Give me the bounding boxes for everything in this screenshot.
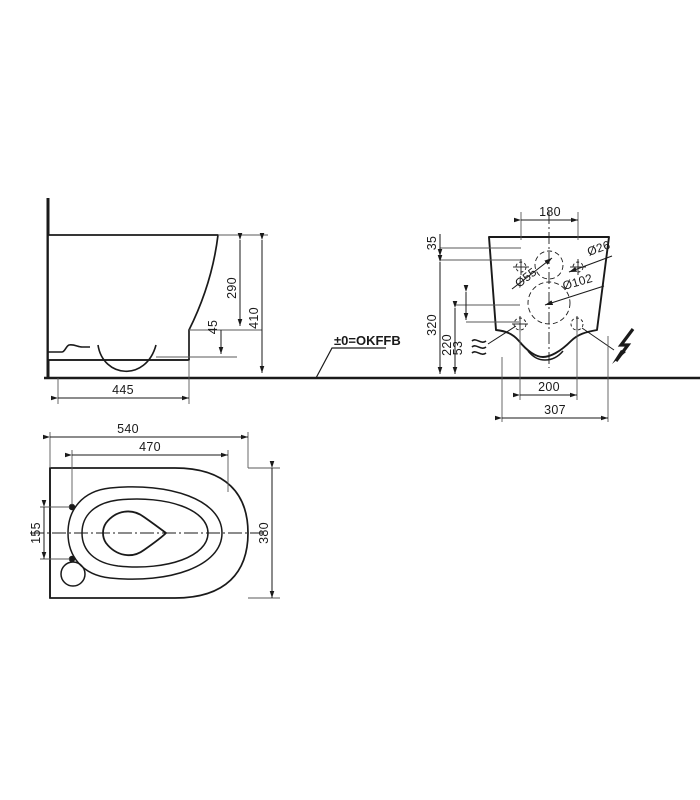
- dimension-label-180: 180: [539, 205, 561, 219]
- dimension-label-35: 35: [425, 236, 439, 251]
- dimension-side-410: 410: [247, 233, 265, 373]
- plan-rim-outer: [67, 486, 223, 580]
- dimension-front-307: 307: [495, 403, 608, 421]
- dimension-plan-155: 155: [29, 500, 47, 559]
- dimension-front-53: 53: [451, 285, 469, 356]
- dimension-side-445: 445: [51, 383, 189, 401]
- dimension-front-35: 35: [425, 234, 443, 256]
- floor-level-note: ±0=OKFFB: [315, 333, 401, 379]
- fixing-hole-lower: [68, 555, 76, 563]
- dimension-label-320: 320: [425, 314, 439, 336]
- dimension-side-45: 45: [206, 320, 224, 354]
- side-body-outline: [47, 234, 219, 361]
- dimension-side-290: 290: [225, 233, 243, 326]
- dimension-label-53: 53: [451, 341, 465, 356]
- dimension-front-200: 200: [513, 380, 577, 398]
- dimension-label-220: 220: [440, 334, 454, 356]
- dimension-label-380: 380: [257, 522, 271, 544]
- plan-fixing-holes: [60, 503, 86, 587]
- side-bowl-curve: [97, 344, 157, 372]
- bolt-leader: [581, 327, 615, 351]
- note-leader-line: [315, 347, 386, 379]
- plan-supply-hole: [60, 561, 86, 587]
- dimension-label-470: 470: [139, 440, 161, 454]
- dimension-plan-470: 470: [65, 440, 228, 458]
- dimension-front-320: 320: [425, 255, 443, 374]
- floor-note-label: ±0=OKFFB: [334, 333, 401, 348]
- outlet-circle-55: [534, 250, 564, 280]
- dimension-label-155: 155: [29, 522, 43, 544]
- outlet-circle-102: [527, 281, 571, 325]
- dimension-label-445: 445: [112, 383, 134, 397]
- dimension-label-540: 540: [117, 422, 139, 436]
- dimension-label-410: 410: [247, 307, 261, 329]
- front-elevation-view: Ø55 Ø26 Ø102: [425, 205, 635, 422]
- dimension-front-220: 220: [440, 301, 458, 374]
- dimension-plan-540: 540: [43, 422, 248, 440]
- front-bowl-bottom-curve: [527, 350, 564, 361]
- dimension-label-45: 45: [206, 320, 220, 335]
- side-underside-notch: [48, 343, 90, 353]
- fixing-hole-upper: [68, 503, 76, 511]
- dimension-front-180: 180: [514, 205, 578, 223]
- dimension-label-200: 200: [538, 380, 560, 394]
- side-elevation-view: 410 290 45 445: [44, 198, 700, 404]
- water-waves-icon: [471, 325, 517, 355]
- plan-view: 540 470 380 155: [29, 422, 280, 599]
- leader-line: [544, 285, 605, 306]
- lightning-bolt-icon: [581, 327, 635, 364]
- plan-rim-inner: [81, 498, 209, 568]
- dimension-label-307: 307: [544, 403, 566, 417]
- leader-line: [511, 257, 553, 290]
- leader-line: [568, 255, 613, 273]
- dimension-label-290: 290: [225, 277, 239, 299]
- bolt-arrowhead: [612, 350, 626, 364]
- dimension-plan-380: 380: [257, 461, 275, 598]
- plan-outlet-teardrop: [102, 510, 168, 557]
